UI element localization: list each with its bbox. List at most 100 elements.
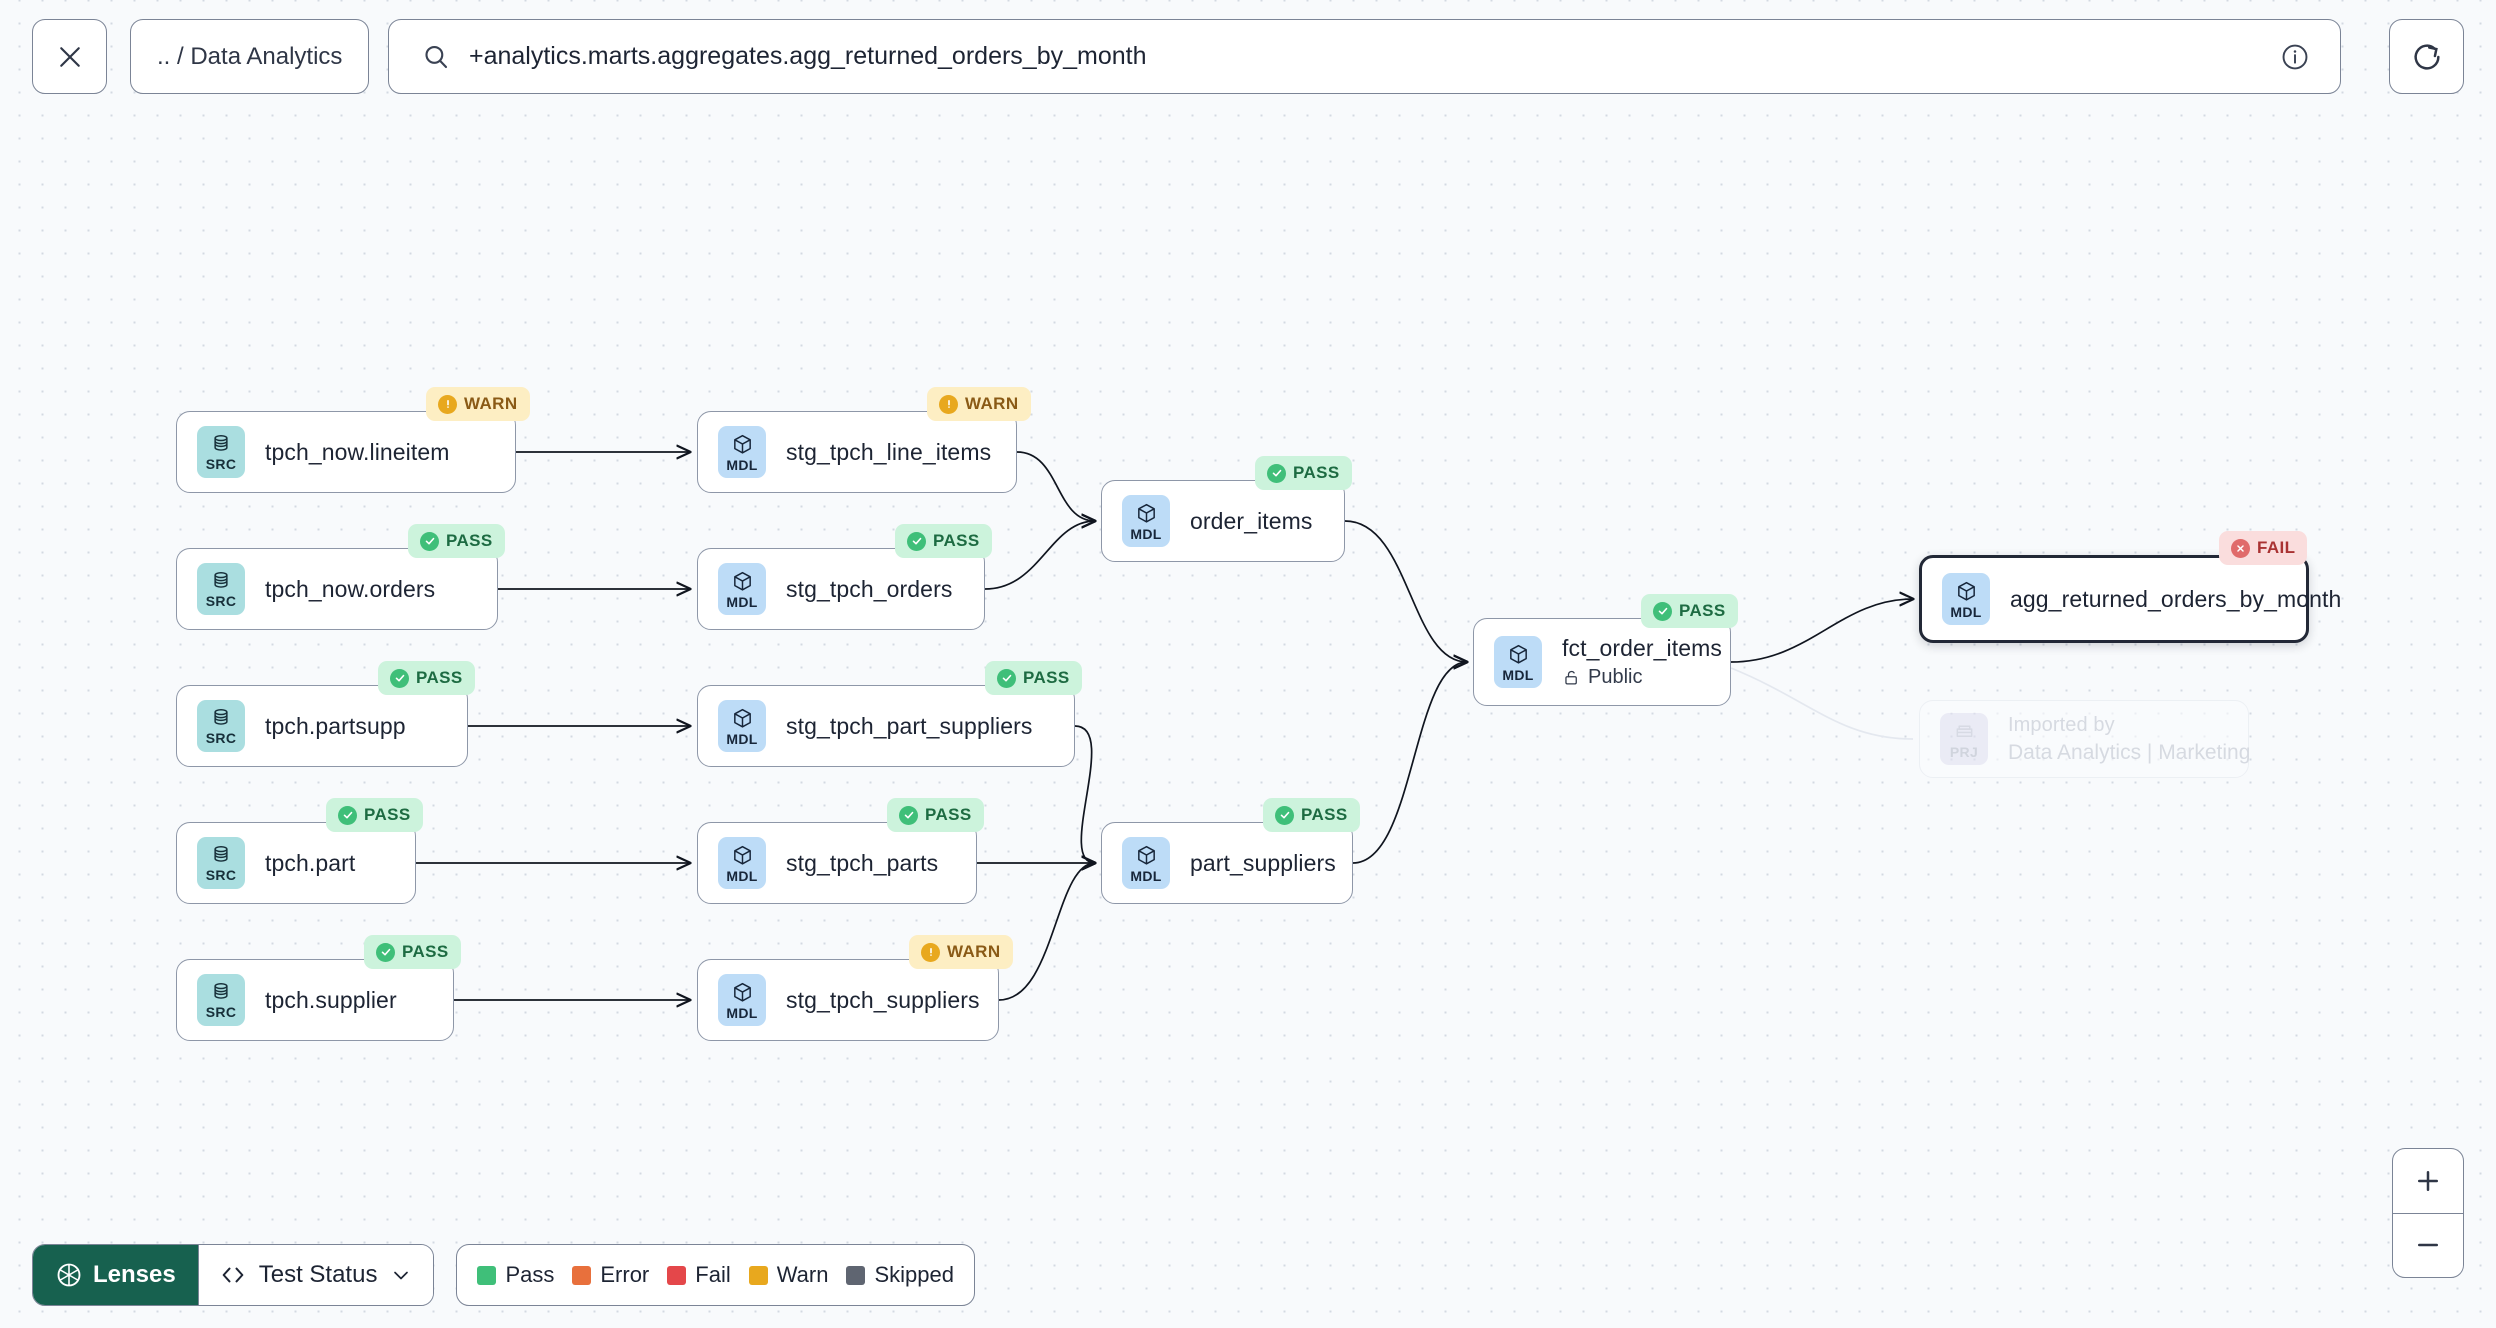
node-title: tpch_now.orders [265, 575, 436, 602]
node-type-label: SRC [205, 456, 237, 472]
node-title: stg_tpch_orders [786, 575, 953, 602]
graph-node-stg_tpch_part_suppliers[interactable]: MDL stg_tpch_part_suppliers [697, 685, 1075, 767]
test-status-dropdown[interactable]: Test Status [197, 1245, 434, 1305]
status-badge-warn: WARN [426, 387, 530, 421]
cube-icon [1957, 581, 1975, 601]
node-subtitle: Data Analytics | Marketing [2008, 741, 2250, 765]
status-badge-label: PASS [416, 668, 463, 687]
legend-item-error[interactable]: Error [572, 1262, 649, 1288]
status-badge-pass: PASS [1255, 456, 1352, 490]
node-type-chip-mdl: MDL [718, 974, 766, 1026]
zoom-in-button[interactable] [2393, 1149, 2463, 1214]
graph-node-tpch_part[interactable]: SRC tpch.part [176, 822, 416, 904]
database-icon [214, 709, 228, 725]
node-title: tpch_now.lineitem [265, 438, 450, 465]
status-badge-icon [1653, 601, 1672, 621]
status-badge-icon [907, 531, 926, 551]
status-badge-pass: PASS [364, 935, 461, 969]
legend-swatch [477, 1265, 497, 1285]
graph-node-imported_by_project[interactable]: PRJ Imported by Data Analytics | Marketi… [1919, 700, 2250, 778]
search-bar[interactable] [388, 19, 2341, 94]
node-type-label: SRC [205, 1004, 237, 1020]
legend-swatch [572, 1265, 592, 1285]
graph-node-stg_tpch_orders[interactable]: MDL stg_tpch_orders [697, 548, 985, 630]
node-title: agg_returned_orders_by_month [2010, 585, 2342, 612]
database-icon [214, 572, 228, 588]
node-title: tpch.partsupp [265, 712, 406, 739]
cube-icon [733, 982, 751, 1002]
search-icon-wrapper [413, 42, 459, 72]
node-type-label: MDL [1950, 603, 1982, 620]
legend-swatch [846, 1265, 866, 1285]
graph-node-agg_returned_orders_by_month[interactable]: MDL agg_returned_orders_by_month [1919, 555, 2341, 643]
node-text: tpch.partsupp [245, 713, 406, 740]
breadcrumb[interactable]: .. / Data Analytics [130, 19, 370, 94]
node-title: order_items [1190, 507, 1313, 534]
node-type-label: SRC [205, 593, 237, 609]
graph-node-tpch_supplier[interactable]: SRC tpch.supplier [176, 959, 454, 1041]
legend-item-skipped[interactable]: Skipped [846, 1262, 954, 1288]
legend-label: Pass [505, 1262, 555, 1287]
refresh-button[interactable] [2389, 19, 2464, 94]
chevron-down-icon [394, 1271, 409, 1280]
node-type-chip-src: SRC [197, 837, 245, 889]
status-badge-fail: FAIL [2219, 531, 2308, 565]
database-icon [214, 435, 228, 451]
status-badge-icon [390, 668, 409, 688]
node-text: stg_tpch_part_suppliers [766, 713, 1033, 740]
graph-node-tpch_now_orders[interactable]: SRC tpch_now.orders [176, 548, 498, 630]
cube-icon [733, 571, 751, 591]
status-badge-icon [921, 942, 940, 962]
status-badge-warn: WARN [909, 935, 1013, 969]
close-icon [59, 46, 80, 67]
graph-node-tpch_now_lineitem[interactable]: SRC tpch_now.lineitem [176, 411, 516, 493]
node-title: part_suppliers [1190, 849, 1336, 876]
node-type-label: MDL [726, 593, 758, 610]
graph-node-stg_tpch_suppliers[interactable]: MDL stg_tpch_suppliers [697, 959, 999, 1041]
node-type-label: MDL [726, 1004, 758, 1021]
node-subtitle-text: Data Analytics | Marketing [2008, 740, 2251, 764]
graph-node-stg_tpch_line_items[interactable]: MDL stg_tpch_line_items [697, 411, 1017, 493]
node-type-label: MDL [1130, 525, 1162, 542]
node-text: fct_order_items Public [1542, 635, 1722, 689]
node-text: stg_tpch_suppliers [766, 987, 980, 1014]
info-button[interactable] [2274, 36, 2316, 78]
bottom-toolbar: Lenses Test Status Pass Error Fail Warn … [32, 1244, 975, 1306]
top-toolbar: .. / Data Analytics [0, 0, 2496, 120]
graph-node-tpch_partsupp[interactable]: SRC tpch.partsupp [176, 685, 468, 767]
graph-node-order_items[interactable]: MDL order_items [1101, 480, 1345, 562]
node-text: stg_tpch_line_items [766, 439, 991, 466]
graph-node-fct_order_items[interactable]: MDL fct_order_items Public [1473, 618, 1731, 706]
zoom-controls [2392, 1148, 2464, 1278]
search-icon [425, 45, 448, 68]
node-text: agg_returned_orders_by_month [1990, 586, 2341, 613]
status-badge-label: PASS [1023, 668, 1070, 687]
node-text: stg_tpch_parts [766, 850, 938, 877]
status-badge-label: WARN [947, 942, 1001, 961]
node-subtitle: Public [1562, 666, 1722, 689]
status-badge-icon [997, 668, 1016, 688]
status-badge-icon [438, 394, 457, 414]
aperture-icon [57, 1263, 81, 1287]
legend-item-pass[interactable]: Pass [477, 1262, 554, 1288]
zoom-out-button[interactable] [2393, 1214, 2463, 1278]
legend-swatch [748, 1265, 768, 1285]
node-text: tpch.part [245, 850, 355, 877]
node-title: Imported by [2008, 713, 2115, 736]
search-input[interactable] [459, 42, 2274, 71]
minus-icon [2418, 1244, 2438, 1247]
node-type-label: SRC [205, 730, 237, 746]
graph-node-stg_tpch_parts[interactable]: MDL stg_tpch_parts [697, 822, 977, 904]
node-text: stg_tpch_orders [766, 576, 952, 603]
node-type-label: PRJ [1949, 743, 1979, 760]
node-type-chip-mdl: MDL [718, 426, 766, 478]
lenses-button[interactable]: Lenses [33, 1245, 198, 1305]
legend-item-fail[interactable]: Fail [667, 1262, 731, 1288]
status-badge-label: PASS [925, 805, 972, 824]
graph-node-part_suppliers[interactable]: MDL part_suppliers [1101, 822, 1353, 904]
close-button[interactable] [32, 19, 107, 94]
legend-item-warn[interactable]: Warn [748, 1262, 828, 1288]
legend-label: Skipped [874, 1262, 954, 1287]
status-badge-label: PASS [1301, 805, 1348, 824]
